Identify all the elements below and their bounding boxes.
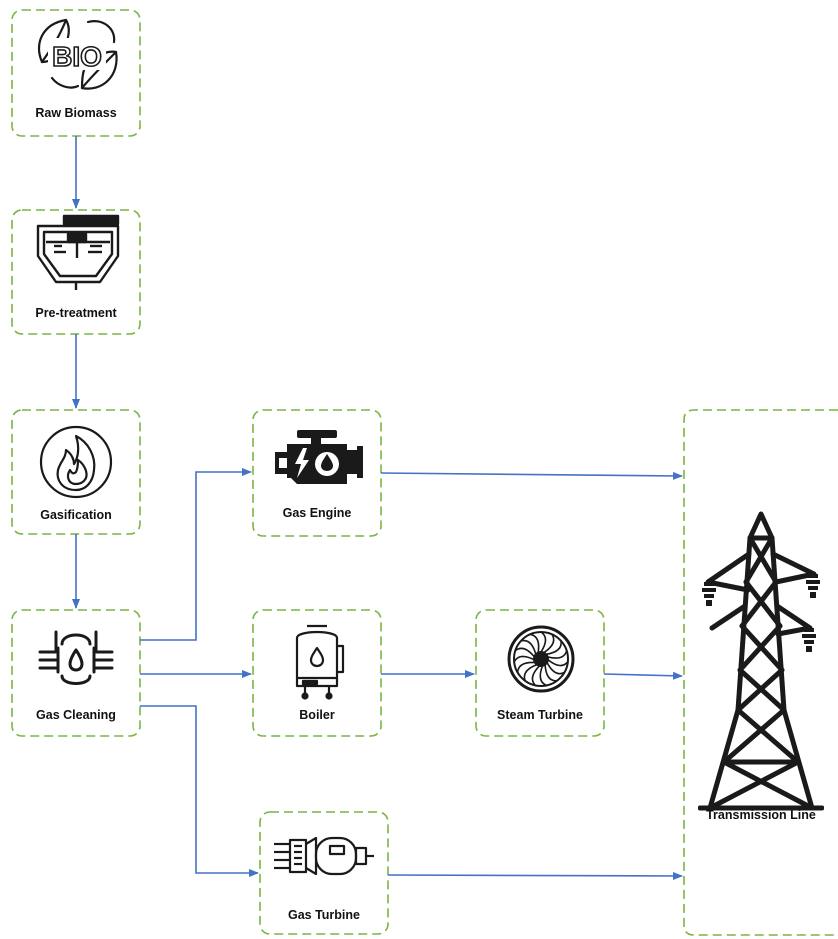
engine-icon bbox=[275, 430, 363, 484]
transmission-line-label: Transmission Line bbox=[706, 808, 816, 822]
gas-turbine-label: Gas Turbine bbox=[287, 908, 360, 922]
node-boiler: Boiler bbox=[253, 610, 381, 736]
arrow-steam-turbine-to-transmission bbox=[603, 671, 683, 680]
boiler-label: Boiler bbox=[299, 708, 335, 722]
node-raw-biomass: BIO Raw Biomass bbox=[12, 10, 140, 136]
bio-leaf-icon: BIO bbox=[37, 18, 118, 90]
boiler-box bbox=[252, 609, 382, 737]
node-gasification: Gasification bbox=[12, 410, 140, 534]
pretreatment-tank-icon bbox=[36, 214, 120, 290]
node-gas-cleaning: Gas Cleaning bbox=[12, 610, 140, 736]
pretreatment-label: Pre-treatment bbox=[35, 306, 117, 320]
node-steam-turbine: Steam Turbine bbox=[476, 610, 604, 736]
gas-cleaning-icon bbox=[38, 630, 114, 685]
steam-turbine-label: Steam Turbine bbox=[497, 708, 583, 722]
gas-turbine-icon bbox=[274, 836, 374, 876]
boiler-icon bbox=[295, 624, 345, 700]
gas-turbine-box bbox=[259, 811, 389, 935]
node-gas-engine: Gas Engine bbox=[253, 410, 381, 536]
arrow-engine-to-transmission bbox=[380, 471, 683, 480]
arrow-cleaning-to-gas-turbine bbox=[140, 705, 259, 877]
node-gas-turbine: Gas Turbine bbox=[260, 812, 388, 934]
gas-engine-label: Gas Engine bbox=[282, 506, 352, 520]
turbine-fan-icon bbox=[507, 625, 575, 693]
arrow-cleaning-to-engine bbox=[140, 468, 252, 641]
transmission-tower-icon bbox=[698, 511, 824, 811]
node-transmission-line: Transmission Line bbox=[684, 410, 838, 935]
transmission-line-box bbox=[683, 409, 838, 936]
gas-cleaning-label: Gas Cleaning bbox=[36, 708, 116, 722]
gas-cleaning-box bbox=[11, 609, 141, 737]
gasification-label: Gasification bbox=[40, 508, 112, 522]
flame-icon bbox=[39, 425, 113, 499]
node-pretreatment: Pre-treatment bbox=[12, 210, 140, 334]
arrow-gas-turbine-to-transmission bbox=[387, 871, 683, 880]
steam-turbine-box bbox=[475, 609, 605, 737]
svg-text:BIO: BIO bbox=[52, 41, 102, 72]
raw-biomass-label: Raw Biomass bbox=[35, 106, 117, 120]
